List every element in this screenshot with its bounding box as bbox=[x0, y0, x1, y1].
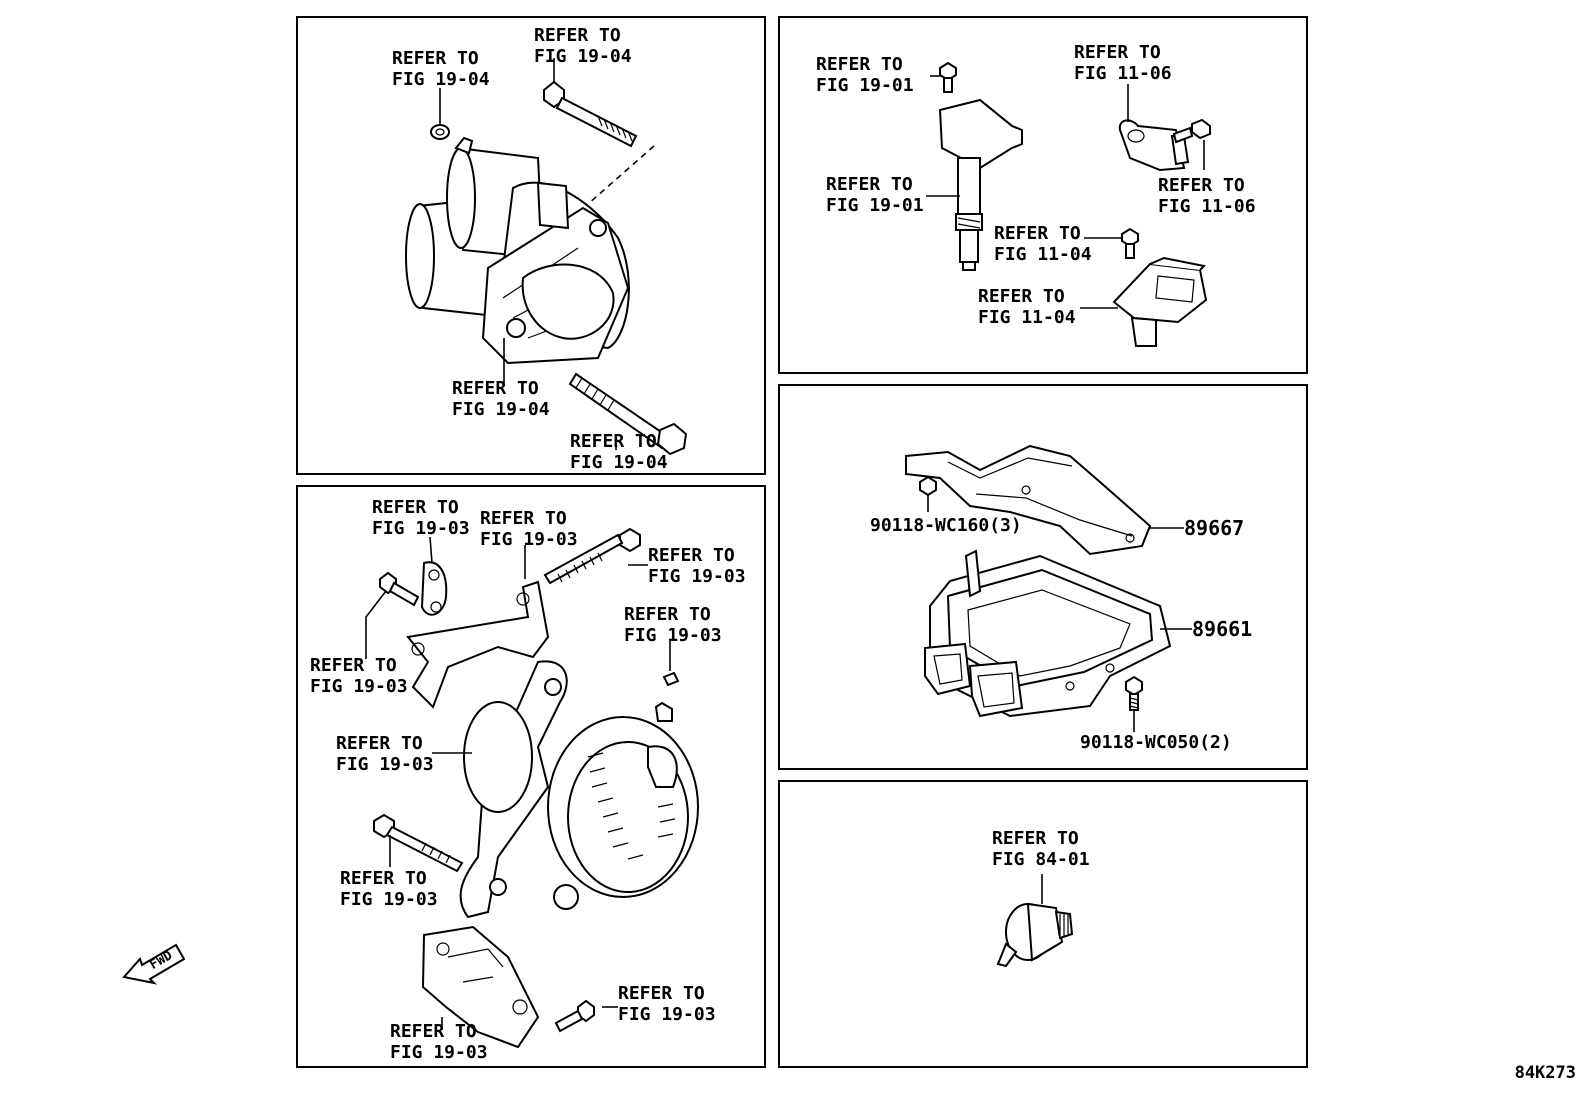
ref-line-2[interactable]: FIG 19-04 bbox=[392, 69, 490, 90]
oil-pressure-switch bbox=[998, 904, 1072, 966]
ref-line-2[interactable]: FIG 19-01 bbox=[816, 75, 914, 96]
ref-line-1: REFER TO bbox=[534, 25, 621, 46]
alt-lower-small-bolt bbox=[556, 1001, 594, 1031]
ref-line-1: REFER TO bbox=[570, 431, 657, 452]
starter-body bbox=[406, 138, 629, 363]
oil-pressure-switch-illustration bbox=[780, 782, 1310, 1070]
ref-line-2[interactable]: FIG 19-03 bbox=[618, 1004, 716, 1025]
fwd-arrow-icon: FWD bbox=[122, 943, 186, 985]
alt-bracket bbox=[408, 582, 548, 707]
crank-sensor-bolt bbox=[1122, 229, 1138, 246]
bolt-wc050 bbox=[1126, 677, 1142, 710]
ref-line-2[interactable]: FIG 19-03 bbox=[310, 676, 408, 697]
ref-line-1: REFER TO bbox=[618, 983, 705, 1004]
ref-line-1: REFER TO bbox=[372, 497, 459, 518]
sensors-illustration bbox=[780, 18, 1310, 376]
ref-line-1: REFER TO bbox=[624, 604, 711, 625]
ref-line-1: REFER TO bbox=[1158, 175, 1245, 196]
ref-line-2[interactable]: FIG 19-03 bbox=[390, 1042, 488, 1063]
starter-motor-illustration bbox=[298, 18, 768, 477]
alt-terminal-nut bbox=[664, 673, 678, 685]
part-90118-wc050[interactable]: 90118-WC050(2) bbox=[1080, 732, 1232, 753]
alt-lower-bolt bbox=[374, 815, 462, 871]
ecu-illustration bbox=[780, 386, 1310, 772]
ref-line-2[interactable]: FIG 19-03 bbox=[372, 518, 470, 539]
ref-line-1: REFER TO bbox=[648, 545, 735, 566]
ref-line-1: REFER TO bbox=[994, 223, 1081, 244]
alt-bracket-bolt-left bbox=[380, 573, 418, 605]
starter-nut bbox=[431, 125, 449, 139]
starter-top-bolt bbox=[544, 82, 654, 204]
bolt-wc160 bbox=[920, 477, 936, 495]
ref-line-1: REFER TO bbox=[992, 828, 1079, 849]
ref-line-2[interactable]: FIG 11-04 bbox=[994, 244, 1092, 265]
cam-position-sensor bbox=[1120, 120, 1210, 170]
ref-line-1: REFER TO bbox=[336, 733, 423, 754]
ref-line-2[interactable]: FIG 19-03 bbox=[340, 889, 438, 910]
alt-lower-bracket bbox=[423, 927, 538, 1047]
alt-body bbox=[461, 661, 698, 917]
ref-line-2[interactable]: FIG 19-03 bbox=[648, 566, 746, 587]
ecu-bracket bbox=[906, 446, 1150, 554]
ref-line-1: REFER TO bbox=[816, 54, 903, 75]
ref-line-1: REFER TO bbox=[480, 508, 567, 529]
part-90118-wc160[interactable]: 90118-WC160(3) bbox=[870, 515, 1022, 536]
ref-line-1: REFER TO bbox=[340, 868, 427, 889]
ref-line-2[interactable]: FIG 19-03 bbox=[336, 754, 434, 775]
ref-line-2[interactable]: FIG 84-01 bbox=[992, 849, 1090, 870]
ref-line-1: REFER TO bbox=[826, 174, 913, 195]
starter-bottom-bolt bbox=[570, 374, 686, 454]
diagram-code: 84K273 bbox=[1514, 1063, 1576, 1083]
ref-line-2[interactable]: FIG 11-04 bbox=[978, 307, 1076, 328]
part-89667[interactable]: 89667 bbox=[1184, 516, 1245, 540]
ref-line-2[interactable]: FIG 19-03 bbox=[624, 625, 722, 646]
ecu-module bbox=[925, 551, 1170, 716]
ref-line-1: REFER TO bbox=[978, 286, 1065, 307]
alt-plate bbox=[422, 562, 446, 614]
ref-line-1: REFER TO bbox=[392, 48, 479, 69]
ref-line-2[interactable]: FIG 11-06 bbox=[1158, 196, 1256, 217]
ref-line-2[interactable]: FIG 19-04 bbox=[570, 452, 668, 473]
ref-line-2[interactable]: FIG 11-06 bbox=[1074, 63, 1172, 84]
ignition-coil bbox=[940, 100, 1022, 270]
coil-bolt bbox=[940, 63, 956, 80]
ref-line-1: REFER TO bbox=[452, 378, 539, 399]
ref-line-2[interactable]: FIG 19-04 bbox=[534, 46, 632, 67]
ref-line-2[interactable]: FIG 19-03 bbox=[480, 529, 578, 550]
ref-line-1: REFER TO bbox=[310, 655, 397, 676]
ref-line-1: REFER TO bbox=[1074, 42, 1161, 63]
alt-long-bolt bbox=[545, 529, 640, 583]
part-89661[interactable]: 89661 bbox=[1192, 617, 1253, 641]
panel-ecu: 89667 89661 90118-WC160(3) 90118-WC050(2… bbox=[778, 384, 1308, 770]
ref-line-2[interactable]: FIG 19-04 bbox=[452, 399, 550, 420]
alternator-illustration bbox=[298, 487, 768, 1070]
ref-line-2[interactable]: FIG 19-01 bbox=[826, 195, 924, 216]
crank-position-sensor bbox=[1114, 258, 1206, 346]
ref-line-1: REFER TO bbox=[390, 1021, 477, 1042]
